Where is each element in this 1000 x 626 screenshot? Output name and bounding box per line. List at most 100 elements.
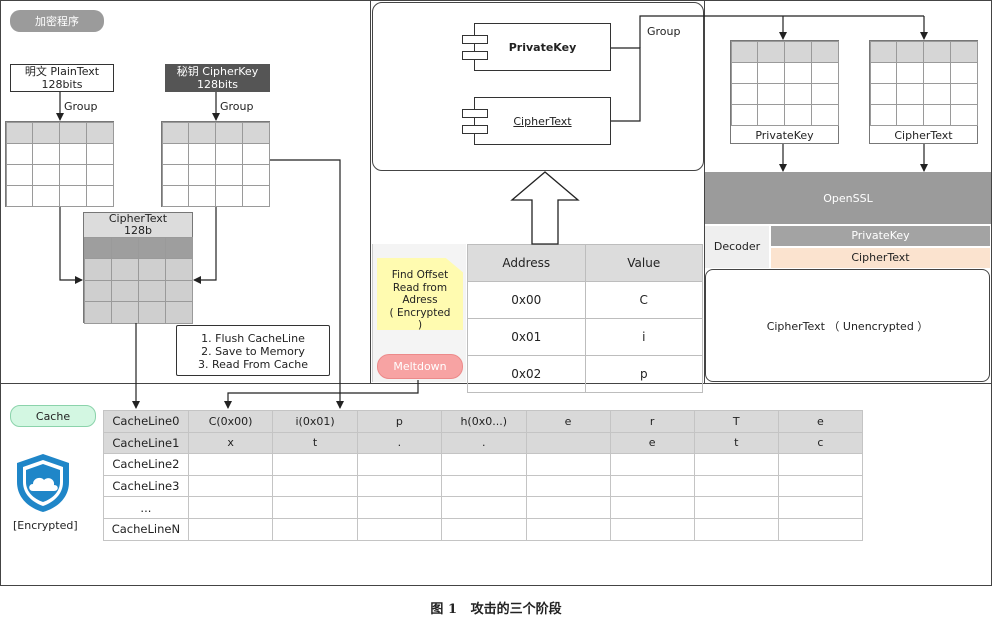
cache-cell — [777, 474, 864, 498]
decoder-section: Decoder PrivateKey CipherText — [705, 226, 991, 268]
cache-line-label: CacheLine3 — [103, 474, 189, 498]
cache-cell — [356, 517, 442, 541]
privatekey-component: PrivateKey — [462, 23, 611, 71]
meltdown-button[interactable]: Meltdown — [377, 354, 463, 379]
ciphertext-store-label: CipherText — [870, 125, 977, 145]
openssl-label: OpenSSL — [823, 191, 873, 205]
group-label-stage2: Group — [647, 25, 681, 38]
encrypted-label: [Encrypted] — [13, 519, 78, 532]
steps-box: 1. Flush CacheLine 2. Save to Memory 3. … — [176, 325, 330, 376]
address-cell: 0x02 — [467, 355, 586, 393]
address-table: Address Value 0x00 C 0x01 i 0x02 p — [467, 244, 703, 393]
cache-cell: C(0x00) — [187, 410, 274, 433]
cache-cell — [440, 517, 527, 541]
ciphertext-store-grid — [869, 40, 978, 126]
cache-cell: T — [693, 410, 779, 433]
cache-cell: e — [525, 410, 611, 433]
cache-cell — [356, 496, 442, 519]
cache-cell: t — [693, 431, 779, 455]
figure-caption: 图 1 攻击的三个阶段 — [430, 602, 562, 617]
cache-cell: c — [777, 431, 864, 455]
cache-line-label: CacheLine2 — [103, 453, 189, 476]
cache-cell — [440, 496, 527, 519]
value-header: Value — [584, 244, 703, 282]
plaintext-label: 明文 PlainText 128bits — [10, 64, 114, 92]
component-tab-icon — [462, 125, 488, 134]
value-cell: i — [584, 318, 703, 356]
decoder-ciphertext-bar: CipherText — [771, 248, 990, 268]
cache-line-label: CacheLine0 — [103, 410, 189, 433]
privatekey-store: PrivateKey — [730, 40, 839, 144]
component-tab-icon — [462, 51, 488, 60]
address-table-header: Address Value — [467, 244, 703, 282]
privatekey-component-label: PrivateKey — [508, 40, 577, 54]
cache-cell: i(0x01) — [272, 410, 358, 433]
table-row: 0x02 p — [467, 355, 703, 393]
cache-row: CacheLineN — [103, 517, 864, 541]
ciphertext-block-grid — [83, 236, 193, 324]
cache-line-label: CacheLineN — [103, 517, 189, 541]
cache-line-label: ... — [103, 496, 189, 519]
cache-cell — [777, 496, 864, 519]
ciphertext-store: CipherText — [869, 40, 978, 144]
cache-cell — [356, 474, 442, 498]
cache-cell: e — [609, 431, 695, 455]
component-tab-icon — [462, 109, 488, 118]
cache-cell: t — [272, 431, 358, 455]
note-body: Find Offset Read from Adress ( Encrypted… — [377, 258, 463, 330]
cache-cell: h(0x0...) — [440, 410, 527, 433]
cache-cell — [187, 517, 274, 541]
shield-cloud-icon — [14, 452, 72, 514]
cache-cell: r — [609, 410, 695, 433]
cache-cell — [693, 474, 779, 498]
cipherkey-label: 秘钥 CipherKey 128bits — [165, 64, 270, 92]
note-text: Find Offset Read from Adress ( Encrypted… — [389, 269, 451, 331]
privatekey-store-label: PrivateKey — [731, 125, 838, 145]
ciphertext-component: CipherText — [462, 97, 611, 145]
cache-cell — [187, 496, 274, 519]
cache-cell: p — [356, 410, 442, 433]
plaintext-grid — [5, 121, 114, 207]
group-label-right: Group — [220, 100, 254, 113]
cache-cell — [440, 474, 527, 498]
cache-cell — [272, 474, 358, 498]
sticky-note: Find Offset Read from Adress ( Encrypted… — [372, 244, 466, 382]
decoder-label: Decoder — [705, 226, 769, 268]
address-cell: 0x01 — [467, 318, 586, 356]
cache-cell — [525, 453, 611, 476]
openssl-bar: OpenSSL — [705, 172, 991, 224]
cache-cell — [272, 517, 358, 541]
cache-cell: x — [187, 431, 274, 455]
cache-cell — [525, 517, 611, 541]
cache-cell: e — [777, 410, 864, 433]
cache-cell — [272, 453, 358, 476]
cache-cell — [693, 517, 779, 541]
cache-cell — [525, 496, 611, 519]
table-row: 0x01 i — [467, 318, 703, 356]
component-tab-icon — [462, 35, 488, 44]
group-label-left: Group — [64, 100, 98, 113]
cache-cell — [609, 474, 695, 498]
privatekey-store-grid — [730, 40, 839, 126]
cache-cell — [609, 517, 695, 541]
cache-cell — [693, 496, 779, 519]
table-row: 0x00 C — [467, 281, 703, 319]
cache-cell — [187, 474, 274, 498]
cache-row: CacheLine3 — [103, 474, 864, 498]
cache-cell — [187, 453, 274, 476]
cache-cell — [609, 453, 695, 476]
value-cell: p — [584, 355, 703, 393]
cache-cell — [440, 453, 527, 476]
cache-title: Cache — [10, 405, 96, 427]
cache-row: CacheLine2 — [103, 453, 864, 476]
ciphertext-block-label: CipherText 128b — [108, 212, 168, 237]
address-header: Address — [467, 244, 586, 282]
cache-row: ... — [103, 496, 864, 519]
cache-line-label: CacheLine1 — [103, 431, 189, 455]
address-cell: 0x00 — [467, 281, 586, 319]
ciphertext-block: CipherText 128b — [83, 212, 193, 324]
cache-cell — [356, 453, 442, 476]
